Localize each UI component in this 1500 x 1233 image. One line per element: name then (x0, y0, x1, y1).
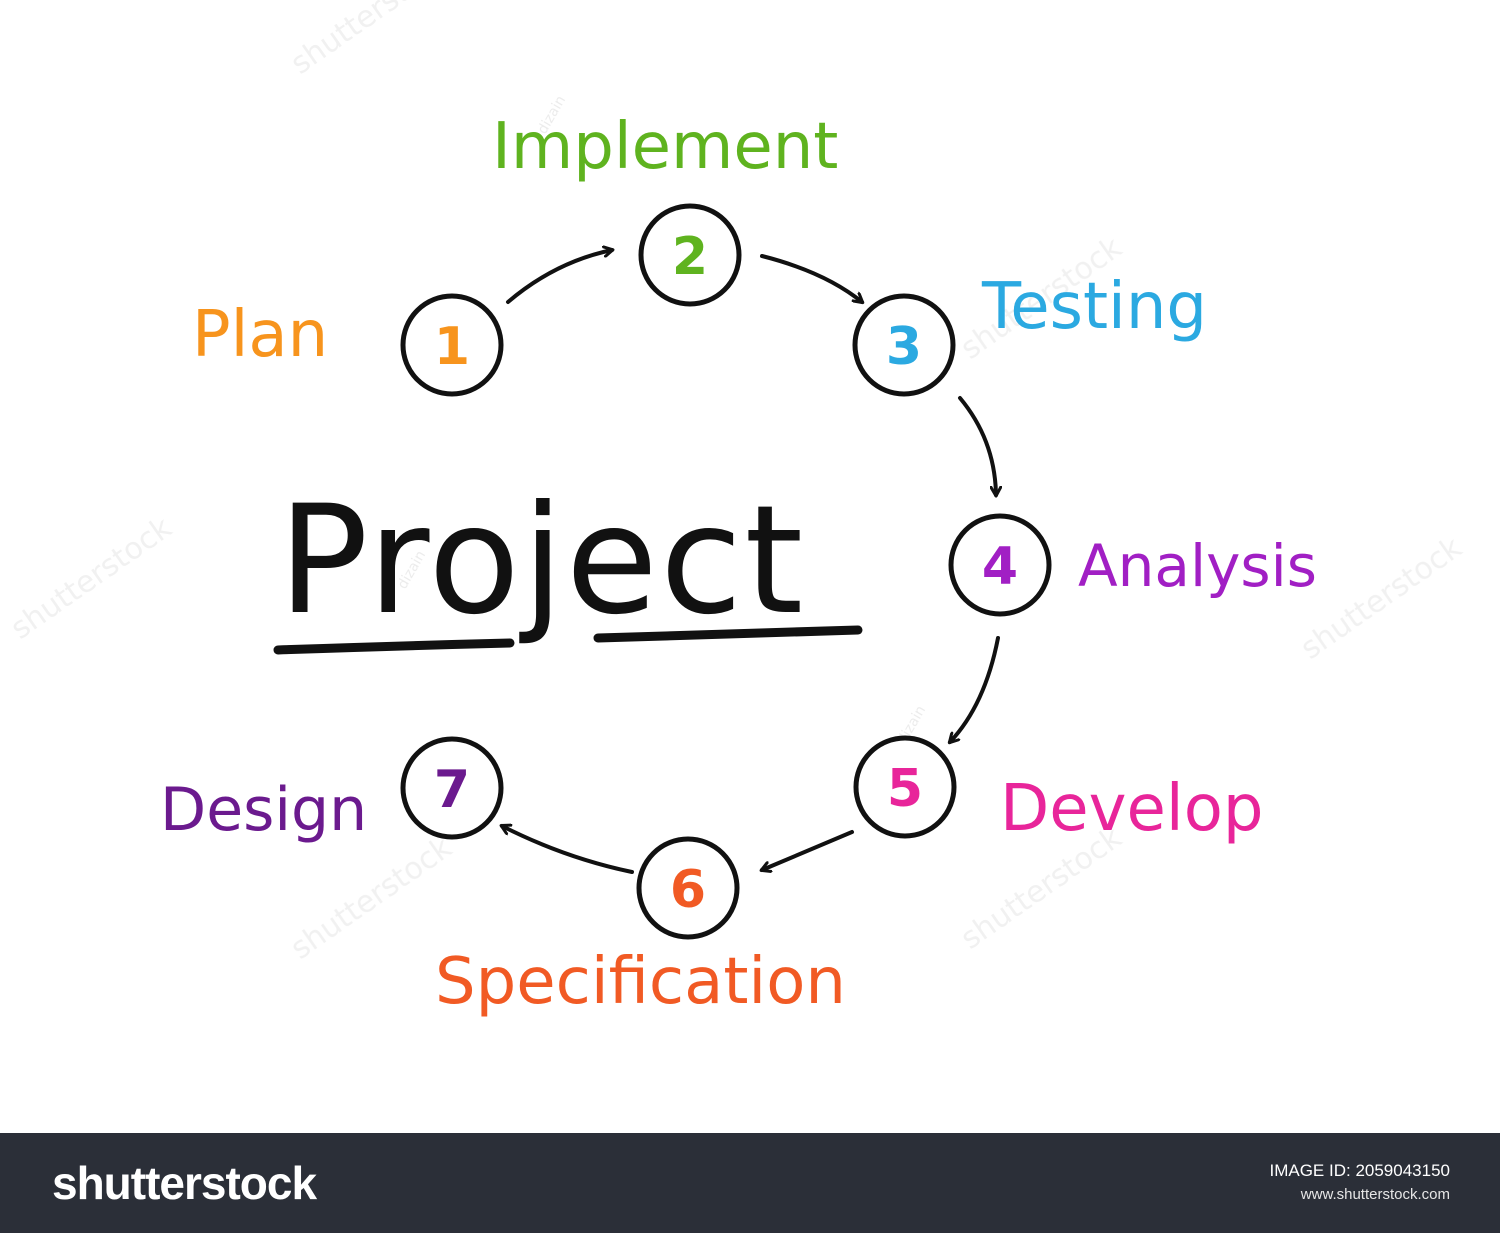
step-4-circle (948, 513, 1052, 617)
step-1-label: Plan (192, 298, 328, 372)
step-7-number: 7 (434, 760, 470, 820)
watermark-text: shutterstock (5, 510, 179, 647)
arrow-4-to-5 (950, 636, 1000, 742)
step-7: 7 Design (160, 736, 504, 845)
step-2-number: 2 (672, 227, 708, 287)
step-5-circle (853, 735, 957, 839)
arrow-1-to-2 (506, 250, 612, 304)
title-underline-left (273, 638, 515, 655)
step-7-label: Design (160, 775, 367, 845)
diagram-canvas: shutterstock shutterstock shutterstock s… (4, 0, 1469, 1019)
step-2: 2 Implement (492, 110, 838, 307)
watermark-text: shutterstock (1295, 530, 1469, 667)
step-6: 6 Specification (435, 836, 846, 1019)
center-title: Project (278, 474, 805, 648)
step-6-label: Specification (435, 945, 846, 1019)
watermark-text: shutterstock (285, 830, 459, 967)
step-3-label: Testing (981, 270, 1207, 344)
step-4-number: 4 (982, 537, 1018, 597)
arrow-3-to-4 (958, 396, 996, 495)
arrow-2-to-3 (760, 254, 862, 302)
step-6-circle (636, 836, 740, 940)
step-1: 1 Plan (192, 293, 504, 397)
title-underline-right (593, 625, 863, 643)
step-2-label: Implement (492, 110, 838, 184)
center-title-group: Project (273, 474, 863, 655)
arrow-6-to-7 (502, 826, 634, 874)
site-url: www.shutterstock.com (1300, 1186, 1450, 1203)
step-4-label: Analysis (1078, 532, 1317, 600)
step-5: 5 Develop (853, 735, 1263, 846)
step-7-circle (400, 736, 504, 840)
watermark-text: shutterstock (285, 0, 459, 82)
image-id: IMAGE ID: 2059043150 (1269, 1161, 1450, 1180)
step-1-number: 1 (434, 317, 470, 377)
step-3: 3 Testing (852, 270, 1207, 397)
cycle-arrows (502, 250, 1000, 874)
step-4: 4 Analysis (948, 513, 1317, 617)
step-1-circle (400, 293, 504, 397)
step-5-label: Develop (1000, 772, 1263, 846)
stock-footer-bar: shutterstock IMAGE ID: 2059043150 www.sh… (0, 1133, 1500, 1233)
step-3-circle (852, 293, 956, 397)
step-3-number: 3 (886, 317, 922, 377)
step-5-number: 5 (887, 759, 923, 819)
project-cycle-diagram: shutterstock shutterstock shutterstock s… (5, 0, 1469, 1019)
arrow-5-to-6 (762, 830, 854, 870)
step-6-number: 6 (670, 860, 706, 920)
shutterstock-logo: shutterstock (52, 1157, 317, 1209)
step-2-circle (638, 203, 742, 307)
image-meta: IMAGE ID: 2059043150 www.shutterstock.co… (1269, 1159, 1450, 1207)
